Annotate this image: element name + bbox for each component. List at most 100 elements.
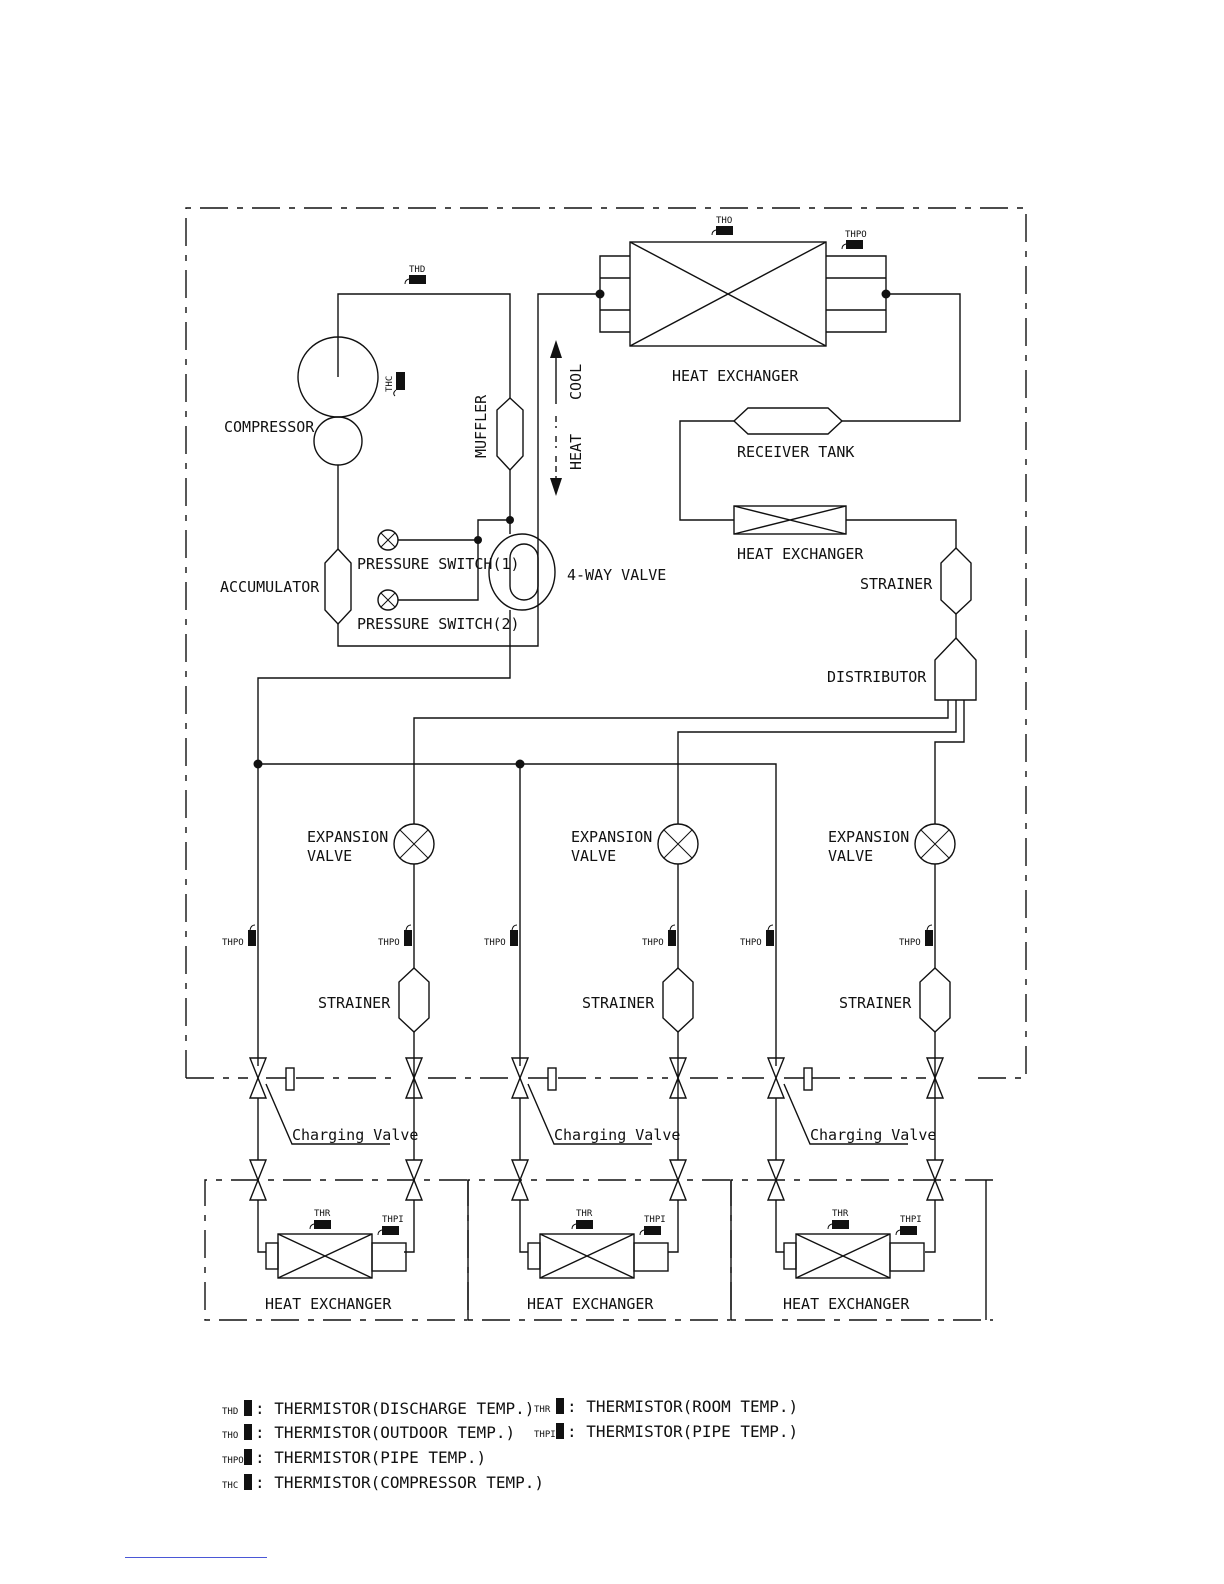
- thermistor-tag: THR: [832, 1209, 849, 1219]
- thermistor-body: [576, 1220, 593, 1229]
- legend-thermistor-icon: [244, 1449, 252, 1465]
- accumulator-icon: [324, 547, 352, 626]
- expansion-valve-label: VALVE: [307, 847, 352, 865]
- heat-arrow-icon: [550, 416, 562, 496]
- hx-header-left: [265, 1242, 279, 1270]
- legend-text: : THERMISTOR(DISCHARGE TEMP.): [255, 1399, 534, 1418]
- thermistor-legend: THD : THERMISTOR(DISCHARGE TEMP.) THO : THE…: [222, 1397, 798, 1492]
- cool-arrow-icon: [550, 340, 562, 404]
- svg-text:THO: THO: [716, 216, 732, 226]
- distributor-branch-2-pipe: [677, 700, 957, 824]
- thermistor-body: [766, 930, 774, 946]
- thermistor-lead: [511, 924, 518, 931]
- subcooler-to-strainer-pipe: [846, 519, 957, 548]
- svg-text:THD: THD: [409, 265, 425, 275]
- thermistor-tag: THPO: [484, 938, 506, 948]
- distributor-icon: [934, 636, 977, 701]
- charging-port-icon: [547, 1067, 557, 1091]
- expansion-valve-label: VALVE: [828, 847, 873, 865]
- strainer-label: STRAINER: [582, 994, 655, 1012]
- legend-text: : THERMISTOR(COMPRESSOR TEMP.): [255, 1473, 544, 1492]
- outdoor-heat-exchanger-label: HEAT EXCHANGER: [672, 367, 799, 385]
- thermistor-tag: THR: [314, 1209, 331, 1219]
- indoor-heat-exchanger-icon: [527, 1233, 669, 1279]
- legend-tag: THO: [222, 1431, 238, 1441]
- strainer-label: STRAINER: [318, 994, 391, 1012]
- thpi-thermistor-icon: THPI: [639, 1215, 666, 1236]
- expansion-valve-label: EXPANSION: [307, 828, 388, 846]
- valve-upper: [404, 1159, 424, 1182]
- pressure-switch-1-icon: [377, 529, 399, 551]
- cool-label: COOL: [567, 364, 585, 400]
- thermistor-tag: THPO: [899, 938, 921, 948]
- service-valve-icon: [668, 1057, 688, 1099]
- strainer-icon: [398, 967, 430, 1033]
- legend-thermistor-icon: [244, 1400, 252, 1416]
- thpo-thermistor-icon: THPO: [484, 924, 518, 948]
- suction-return-pipe: [337, 293, 600, 647]
- valve-lower: [510, 1076, 530, 1099]
- distributor-branch-3-pipe: [934, 700, 965, 824]
- expansion-valve-icon: [657, 823, 699, 865]
- thr-thermistor-icon: THR: [309, 1209, 331, 1230]
- gas-pipe-lower: [775, 1098, 784, 1253]
- thermistor-lead: [926, 924, 933, 931]
- accumulator-label: ACCUMULATOR: [220, 578, 320, 596]
- thpo-thermistor-icon: THPO: [899, 924, 933, 948]
- thermistor-body: [925, 930, 933, 946]
- valve-upper: [248, 1159, 268, 1182]
- thr-thermistor-icon: THR: [571, 1209, 593, 1230]
- valve-lower: [766, 1076, 786, 1099]
- valve-upper: [668, 1057, 688, 1080]
- valve-lower: [766, 1178, 786, 1201]
- indoor-valve-icon: [668, 1159, 688, 1201]
- legend-text: : THERMISTOR(ROOM TEMP.): [567, 1397, 798, 1416]
- thr-thermistor-icon: THR: [827, 1209, 849, 1230]
- thermistor-lead: [309, 1223, 315, 1230]
- expansion-valve-cross: [663, 829, 693, 859]
- indoor-heat-exchanger-label: HEAT EXCHANGER: [527, 1295, 654, 1313]
- expansion-valve-cross: [920, 829, 950, 859]
- indoor-heat-exchanger-icon: [783, 1233, 925, 1279]
- thd-thermistor-icon: THD: [404, 265, 426, 285]
- valve-lower: [248, 1076, 268, 1099]
- gas-pipe-lower: [257, 1098, 266, 1253]
- legend-item: THC: THERMISTOR(COMPRESSOR TEMP.): [222, 1473, 544, 1492]
- sub-heat-exchanger-label: HEAT EXCHANGER: [737, 545, 864, 563]
- discharge-pipe: [337, 293, 511, 398]
- thc-thermistor-icon: THC: [385, 372, 405, 397]
- indoor-valve-icon: [925, 1159, 945, 1201]
- legend-thermistor-icon: [556, 1398, 564, 1414]
- expansion-valve-label: EXPANSION: [571, 828, 652, 846]
- legend-tag: THPI: [534, 1430, 556, 1440]
- thermistor-lead: [669, 924, 676, 931]
- thpi-thermistor-icon: THPI: [377, 1215, 404, 1236]
- gas-line-pipe: [257, 610, 511, 1066]
- distributor-branch-1-pipe: [413, 700, 949, 824]
- valve-lower: [668, 1076, 688, 1099]
- charging-valve-leader: [527, 1083, 652, 1145]
- liquid-pipe-to-receiver: [842, 293, 961, 422]
- legend-tag: THR: [534, 1405, 551, 1415]
- heat-label: HEAT: [567, 434, 585, 470]
- legend-item: THR : THERMISTOR(ROOM TEMP.): [534, 1397, 798, 1416]
- charging-valve-leader: [783, 1083, 908, 1145]
- receiver-to-subcooler-pipe: [679, 420, 734, 521]
- sub-heat-exchanger-icon: [733, 505, 847, 535]
- gas-header-pipe: [258, 763, 777, 1066]
- distributor-label: DISTRIBUTOR: [827, 668, 927, 686]
- footer-rule: [125, 1557, 267, 1558]
- indoor-gas-valve-icon: [510, 1159, 530, 1201]
- legend-tag: THD: [222, 1407, 238, 1417]
- charging-valve-leader: [265, 1083, 390, 1145]
- hx-header-right: [633, 1242, 669, 1272]
- indoor-heat-exchanger-label: HEAT EXCHANGER: [265, 1295, 392, 1313]
- valve-lower: [668, 1178, 688, 1201]
- valve-lower: [925, 1076, 945, 1099]
- compressor-lower: [313, 416, 363, 466]
- four-way-valve-icon: [488, 533, 556, 611]
